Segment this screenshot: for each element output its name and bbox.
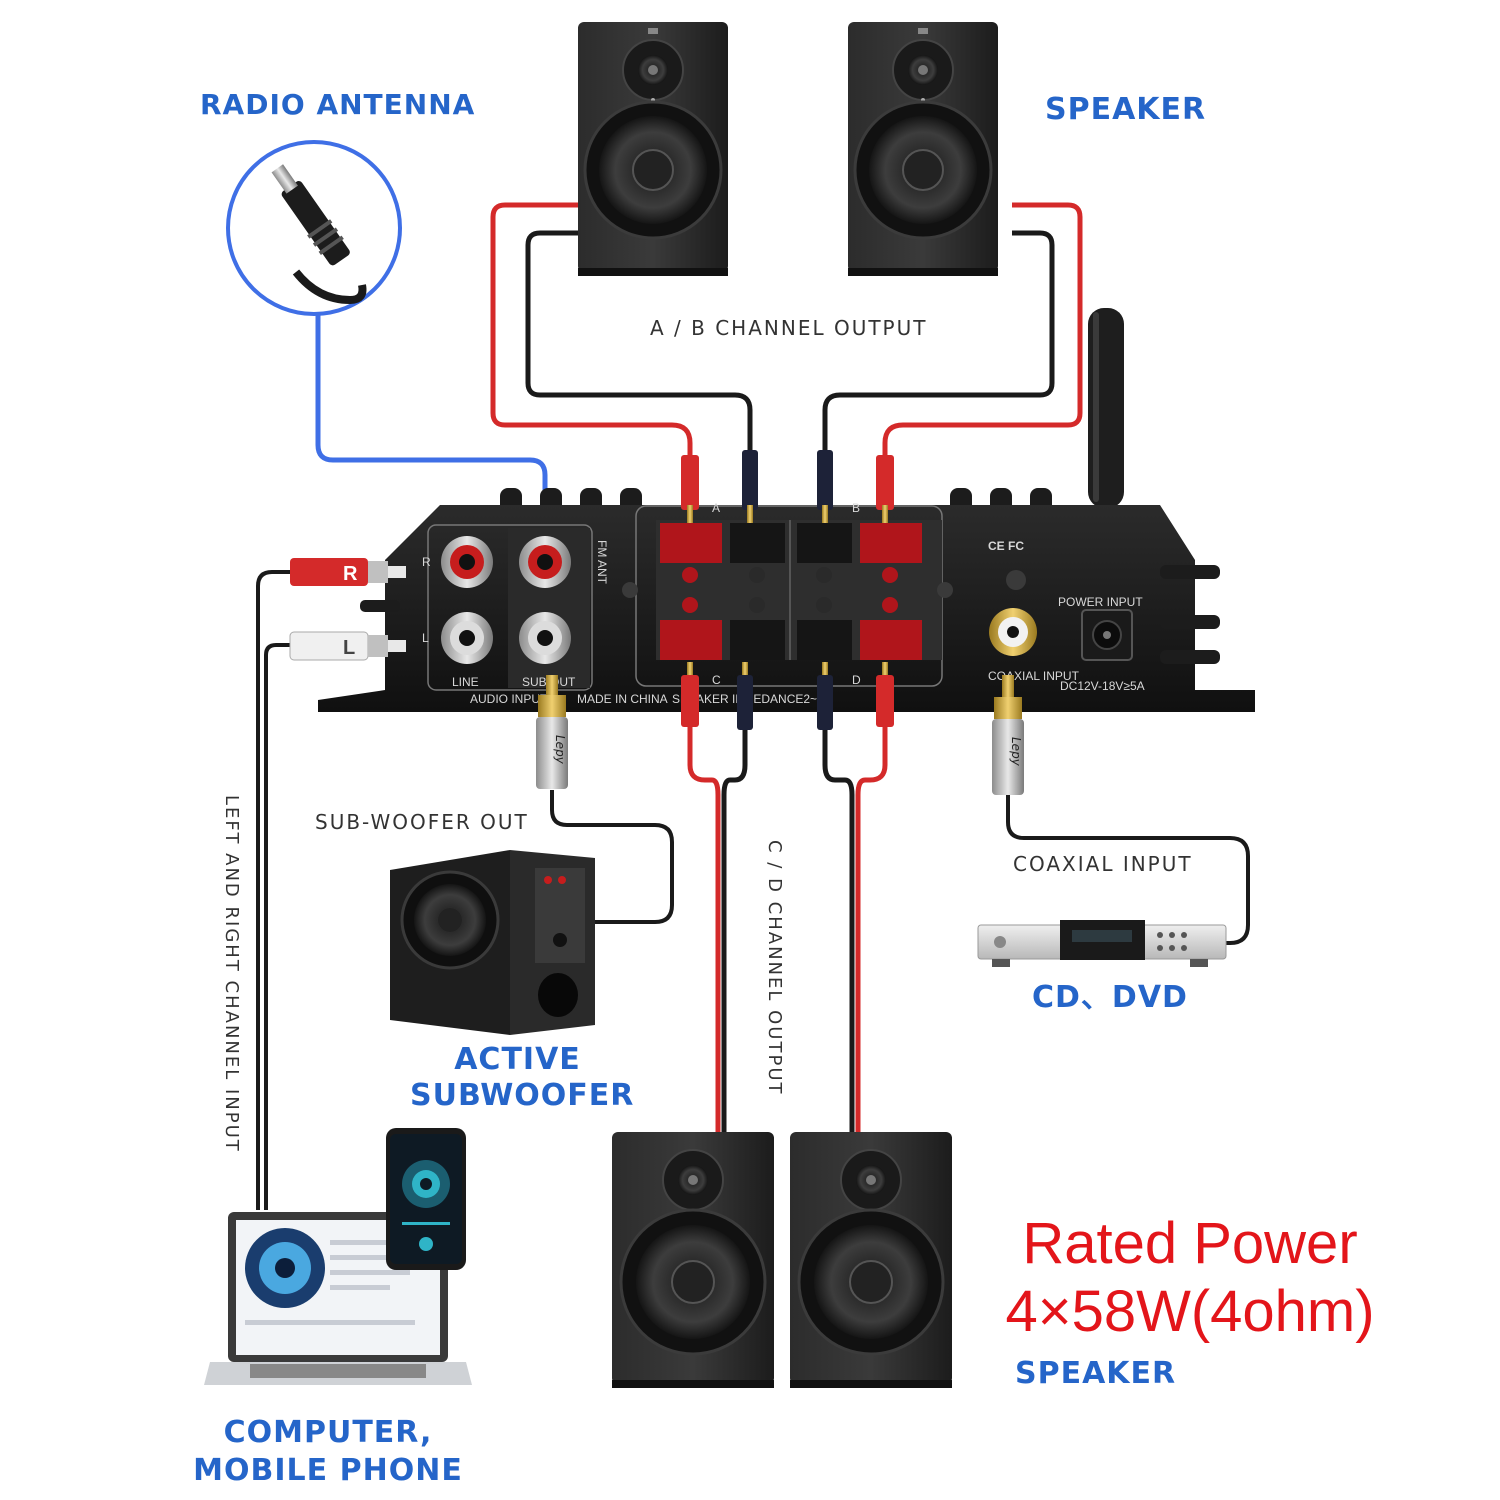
panel-fm-ant: FM ANT: [595, 540, 609, 585]
panel-channel-a: A: [712, 501, 720, 515]
banana-plugs-top: [681, 450, 894, 523]
panel-channel-b: B: [852, 501, 860, 515]
speaker-terminals: [660, 523, 922, 660]
laptop: [204, 1212, 472, 1385]
rca-plug-l-label: L: [343, 637, 355, 659]
speaker-top-left: [578, 22, 728, 276]
rca-plug-r: R: [290, 558, 406, 586]
lr-input-cable-r: [256, 570, 290, 1210]
cd-channel-output-label: C / D CHANNEL OUTPUT: [764, 840, 785, 1096]
rated-power-title: Rated Power: [1022, 1211, 1358, 1276]
wire-b-red: [882, 202, 1083, 470]
cd-dvd-player: [977, 920, 1227, 967]
panel-channel-d: D: [852, 673, 861, 687]
radio-antenna-inset: [226, 140, 402, 316]
speaker-bottom-left: [612, 1132, 774, 1388]
panel-line: LINE: [452, 675, 479, 689]
wire-b-black: [822, 230, 1055, 460]
rca-jack-r: [441, 536, 493, 588]
active-subwoofer-label: ACTIVE SUBWOOFER: [410, 1042, 635, 1113]
mobile-phone: [386, 1128, 466, 1270]
antenna-wire: [315, 312, 548, 545]
subwoofer-cable: [550, 790, 674, 924]
rca-plug-coaxial: Lepy: [992, 675, 1024, 795]
rca-plug-r-label: R: [343, 563, 358, 585]
wire-a-red: [490, 202, 693, 470]
speaker-top-right: [848, 22, 998, 276]
panel-ce-fc: CE FC: [988, 539, 1024, 553]
panel-made-in-china: MADE IN CHINA: [577, 692, 668, 706]
subwoofer-out-label: SUB-WOOFER OUT: [315, 810, 529, 834]
lepy-label-sub: Lepy: [553, 735, 567, 765]
panel-power-input: POWER INPUT: [1058, 595, 1143, 609]
active-subwoofer: [390, 850, 595, 1035]
radio-antenna-label: RADIO ANTENNA: [200, 88, 476, 121]
panel-audio-input: AUDIO INPUT: [470, 692, 548, 706]
wire-d-black: [822, 720, 855, 1135]
speaker-bottom-label: SPEAKER: [1015, 1356, 1177, 1391]
lr-input-cable-l: [264, 643, 290, 1210]
computer-mobile-label: COMPUTER, MOBILE PHONE: [193, 1415, 463, 1488]
wire-c-red: [687, 720, 721, 1135]
wire-a-black: [525, 230, 753, 460]
rca-jack-fm-ant: [519, 536, 571, 588]
rca-jack-sub-out: [519, 612, 571, 664]
lepy-label-coax: Lepy: [1009, 737, 1023, 767]
panel-r-mark: R: [422, 555, 431, 569]
speaker-bottom-right: [790, 1132, 952, 1388]
rca-plug-subwoofer: Lepy: [536, 675, 568, 789]
coaxial-input-label: COAXIAL INPUT: [1013, 852, 1193, 876]
rca-jack-l: [441, 612, 493, 664]
banana-plugs-bottom: [681, 662, 894, 730]
rated-power-value: 4×58W(4ohm): [1005, 1279, 1375, 1344]
wire-c-black: [721, 720, 748, 1135]
cd-dvd-label: CD、DVD: [1032, 980, 1188, 1015]
lr-channel-input-label: LEFT AND RIGHT CHANNEL INPUT: [221, 795, 242, 1153]
coaxial-cable: [1006, 795, 1250, 945]
power-jack: [1081, 609, 1133, 661]
wire-d-red: [855, 720, 888, 1135]
amplifier: R L FM ANT LINE SUB OUT AUDIO INPUT MADE…: [318, 488, 1255, 712]
panel-l-mark: L: [422, 631, 429, 645]
coaxial-jack: [989, 608, 1037, 656]
panel-channel-c: C: [712, 673, 721, 687]
ab-channel-output-label: A / B CHANNEL OUTPUT: [650, 316, 928, 340]
speaker-top-label: SPEAKER: [1045, 92, 1207, 127]
panel-dc-spec: DC12V-18V≥5A: [1060, 679, 1145, 693]
rca-plug-l: L: [289, 631, 406, 661]
